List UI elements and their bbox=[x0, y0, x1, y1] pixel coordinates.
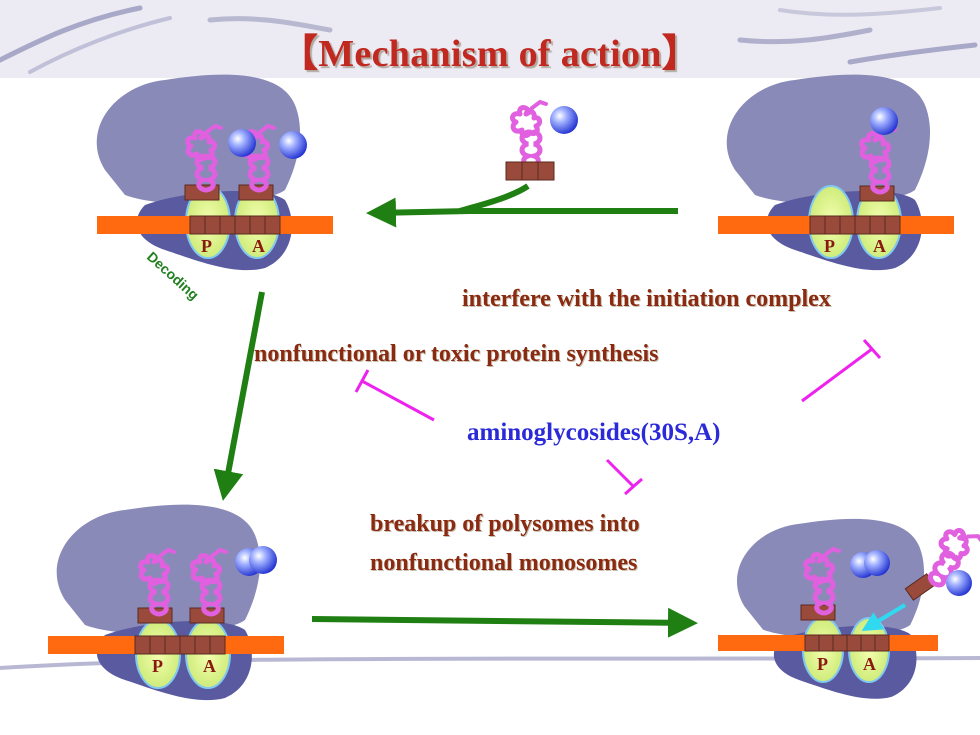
header-decoration bbox=[0, 0, 980, 78]
label-breakup-line1: breakup of polysomes into bbox=[370, 511, 640, 537]
a-site-label: A bbox=[873, 236, 886, 256]
p-site-label: P bbox=[824, 236, 835, 256]
ribosome-monosome: P A bbox=[718, 519, 980, 699]
arrow-initiation-to-decoding bbox=[459, 183, 678, 214]
label-breakup-line2: nonfunctional monosomes bbox=[370, 550, 638, 576]
a-site-label: A bbox=[203, 656, 216, 676]
a-site-label: A bbox=[863, 654, 876, 674]
label-toxic-synthesis: nonfunctional or toxic protein synthesis bbox=[254, 341, 659, 367]
p-site-label: P bbox=[201, 236, 212, 256]
inhibition-marks bbox=[354, 339, 882, 496]
label-aminoglycosides: aminoglycosides(30S,A) bbox=[467, 419, 721, 446]
inhibit-breakup bbox=[605, 458, 636, 489]
ribosome-decoding: P A bbox=[96, 74, 333, 271]
p-site-label: P bbox=[152, 656, 163, 676]
p-site-label: P bbox=[817, 654, 828, 674]
ribosome-initiation: P A bbox=[718, 74, 954, 271]
a-site-label: A bbox=[252, 236, 265, 256]
ribosome-elongation: P A bbox=[48, 504, 284, 701]
arrow-head-initiation bbox=[366, 197, 471, 228]
label-initiation: interfere with the initiation complex bbox=[462, 286, 831, 312]
incoming-trna bbox=[505, 102, 578, 181]
inhibit-toxic bbox=[361, 379, 435, 422]
page-title: 【Mechanism of action】 bbox=[279, 33, 701, 75]
process-arrows bbox=[213, 183, 698, 638]
arrow-elongation-to-monosome bbox=[311, 607, 698, 638]
arrow-decoding-to-elongation bbox=[213, 291, 265, 501]
inhibit-initiation bbox=[801, 347, 873, 403]
